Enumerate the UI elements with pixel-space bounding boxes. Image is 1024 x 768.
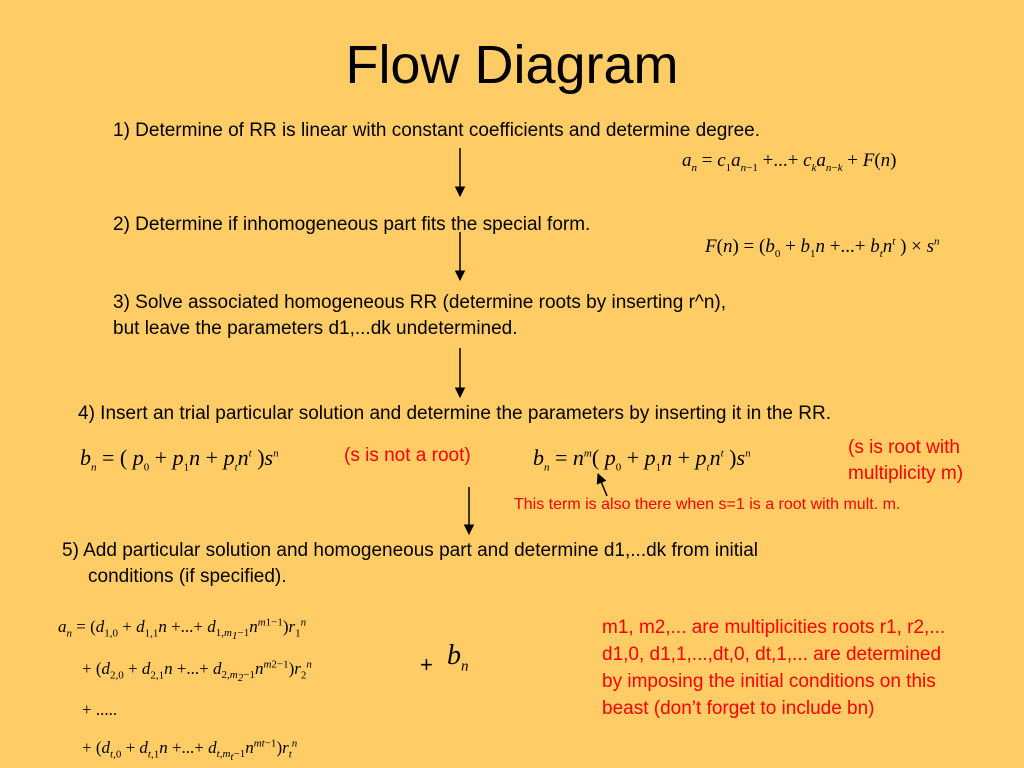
note-line-2: d1,0, d1,1,...,dt,0, dt,1,... are determ… bbox=[602, 644, 942, 665]
step-1-text: 1) Determine of RR is linear with consta… bbox=[113, 120, 761, 141]
step-5-text-line1: 5) Add particular solution and homogeneo… bbox=[62, 540, 759, 561]
formula-general-line3: + ..... bbox=[82, 700, 118, 719]
step-3-text-line1: 3) Solve associated homogeneous RR (dete… bbox=[113, 292, 726, 313]
note-s-root-line2: multiplicity m) bbox=[848, 463, 964, 484]
step-4-text: 4) Insert an trial particular solution a… bbox=[78, 403, 831, 424]
note-line-3: by imposing the initial conditions on th… bbox=[602, 671, 936, 692]
formula-recurrence: an = c1an−1 +...+ ckan−k + F(n) bbox=[682, 150, 897, 174]
formula-general-line2: + (d2,0 + d2,1n +...+ d2,m2−1nm2−1)r2n bbox=[82, 658, 312, 685]
step-2-text: 2) Determine if inhomogeneous part fits … bbox=[113, 214, 591, 235]
step-5-text-line2: conditions (if specified). bbox=[88, 566, 287, 587]
formula-general-line1: an = (d1,0 + d1,1n +...+ d1,m1−1nm1−1)r1… bbox=[58, 616, 307, 643]
multiplicity-notes: m1, m2,... are multiplicities roots r1, … bbox=[602, 614, 945, 722]
arrow-note-to-nm bbox=[596, 473, 608, 497]
formula-trial-root: bn = nm( p0 + p1n + ptnt )sn bbox=[533, 445, 751, 474]
step-3-text-line2: but leave the parameters d1,...dk undete… bbox=[113, 318, 518, 339]
formula-bn: bn bbox=[447, 640, 469, 675]
plus-sign: + bbox=[420, 652, 433, 677]
note-term-also-there: This term is also there when s=1 is a ro… bbox=[514, 496, 901, 513]
note-s-root-line1: (s is root with bbox=[848, 437, 960, 458]
note-line-1: m1, m2,... are multiplicities roots r1, … bbox=[602, 617, 946, 638]
formula-trial-not-root: bn = ( p0 + p1n + ptnt )sn bbox=[80, 445, 279, 474]
note-line-4: beast (don’t forget to include bn) bbox=[602, 698, 875, 719]
note-s-not-root: (s is not a root) bbox=[344, 445, 471, 466]
formula-general-line4: + (dt,0 + dt,1n +...+ dt,mt−1nmt−1)rtn bbox=[82, 737, 298, 764]
slide-title: Flow Diagram bbox=[345, 35, 679, 95]
formula-special-form: F(n) = (b0 + b1n +...+ btnt ) × sn bbox=[705, 235, 940, 260]
